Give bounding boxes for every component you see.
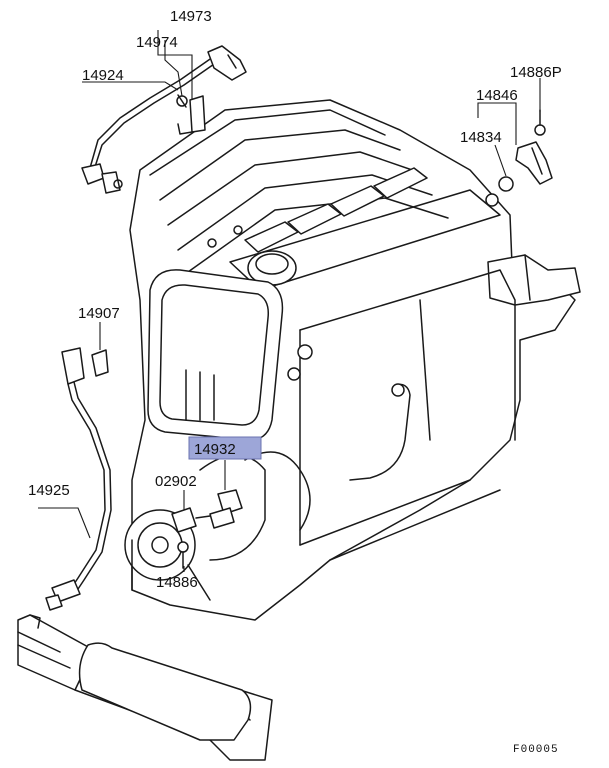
clip-14907 xyxy=(91,349,109,377)
leader-lines xyxy=(38,30,541,572)
o-ring-14834 xyxy=(498,176,514,192)
part-label-14973[interactable]: 14973 xyxy=(170,8,212,25)
part-label-14907[interactable]: 14907 xyxy=(78,305,120,322)
figure-code: F00005 xyxy=(513,744,559,756)
part-label-14925[interactable]: 14925 xyxy=(28,482,70,499)
part-label-14846[interactable]: 14846 xyxy=(476,87,518,104)
engine-block-drawing xyxy=(124,99,581,621)
part-label-14924[interactable]: 14924 xyxy=(82,67,124,84)
sensor-14925-lower-oxygen-sensor xyxy=(45,347,112,611)
sensor-14932-crank-position xyxy=(209,489,243,529)
exhaust-pipe-drawing xyxy=(17,614,273,761)
part-label-14886[interactable]: 14886 xyxy=(156,574,198,591)
bracket-14973 xyxy=(177,95,206,135)
part-label-14974[interactable]: 14974 xyxy=(136,34,178,51)
bolt-14974 xyxy=(176,94,188,108)
bolt-14886 xyxy=(177,541,189,569)
sensor-14846-cam-position xyxy=(515,141,553,185)
sensor-14924-oxygen-sensor xyxy=(81,45,247,194)
highlight-box-14932 xyxy=(188,436,262,460)
part-number-labels: 14973 14974 14924 14886P 14846 14834 149… xyxy=(28,8,562,591)
part-label-02902[interactable]: 02902 xyxy=(155,473,197,490)
part-label-14886P[interactable]: 14886P xyxy=(510,64,562,81)
part-label-14834[interactable]: 14834 xyxy=(460,129,502,146)
part-label-14932[interactable]: 14932 xyxy=(194,441,236,458)
bolt-14886P xyxy=(534,109,546,136)
